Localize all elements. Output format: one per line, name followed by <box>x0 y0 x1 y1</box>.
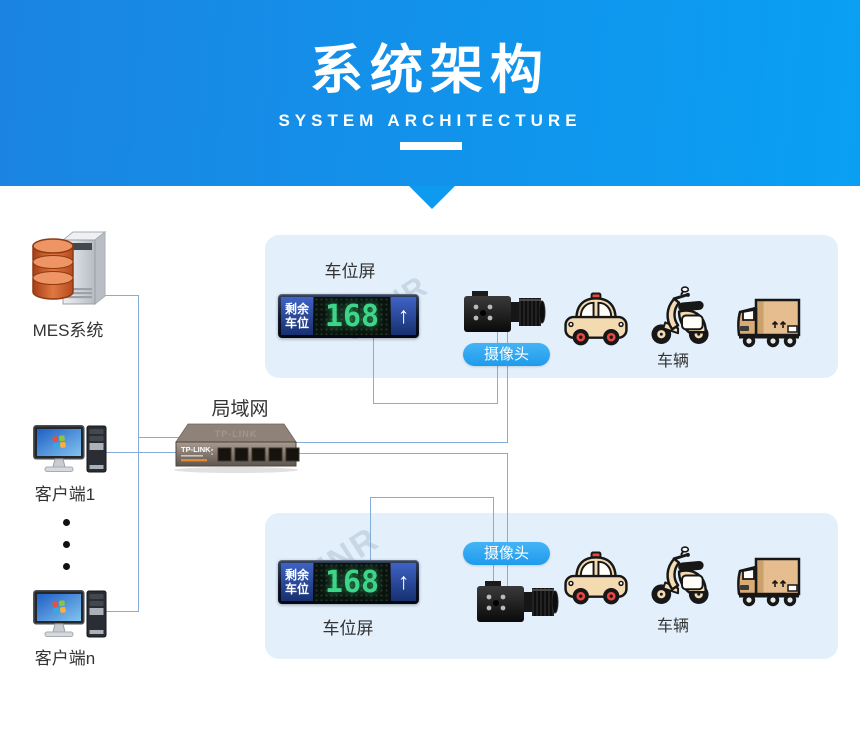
truck-icon-top <box>737 298 801 348</box>
line-router-to-trunk-lower <box>294 453 508 454</box>
camera-badge-bottom: 摄像头 <box>463 542 550 565</box>
car-icon-top <box>564 292 628 346</box>
line-router-to-trunk-upper <box>294 442 508 443</box>
screen-label-bottom: 车位屏 <box>322 619 374 638</box>
scooter-icon-top <box>651 286 709 345</box>
ethernet-ports <box>217 447 300 462</box>
router-brand-label: TP-LINK <box>181 445 211 454</box>
ellipsis-dot <box>63 563 70 570</box>
line-trunk-top <box>507 330 508 442</box>
mes-label: MES系统 <box>32 321 104 340</box>
line-bus-vertical <box>138 295 139 612</box>
camera-icon-bottom <box>477 581 559 622</box>
router-icon: TP-LINK TP-LINK <box>174 423 300 473</box>
clientn-computer-icon <box>33 590 107 638</box>
truck-icon-bottom <box>737 557 801 607</box>
mes-server-icon <box>32 230 107 306</box>
line-trunk-bottom <box>507 453 508 587</box>
clientn-label: 客户端n <box>34 649 96 668</box>
display-arrow-icon: ↑ <box>391 297 416 335</box>
parking-display-bottom: 剩余 车位 168 ↑ <box>278 560 419 604</box>
vehicles-label-top: 车辆 <box>656 353 689 370</box>
line-client1-to-router <box>102 452 182 453</box>
router-top-brand: TP-LINK <box>215 429 258 439</box>
title-underline <box>400 142 462 150</box>
line-bus-to-router <box>138 437 182 438</box>
display-count: 168 <box>314 563 390 601</box>
ellipsis-dot <box>63 519 70 526</box>
page-title: 系统架构 <box>310 41 550 100</box>
ellipsis-dot <box>63 541 70 548</box>
display-arrow-icon: ↑ <box>391 563 416 601</box>
line-display-camera-top-h <box>373 403 498 404</box>
line-display-camera-bottom-v1 <box>370 497 371 561</box>
page-subtitle: SYSTEM ARCHITECTURE <box>278 111 582 130</box>
scooter-icon-bottom <box>651 546 709 605</box>
car-icon-bottom <box>564 551 628 605</box>
parking-display-top: 剩余 车位 168 ↑ <box>278 294 419 338</box>
vehicles-label-bottom: 车辆 <box>656 618 689 635</box>
client1-label: 客户端1 <box>34 485 96 504</box>
banner-pointer <box>409 186 455 209</box>
camera-icon-top <box>464 291 546 332</box>
display-remaining-label: 剩余 车位 <box>281 563 313 601</box>
line-mes-to-bus <box>104 295 138 296</box>
camera-badge-top: 摄像头 <box>463 343 550 366</box>
banner: 系统架构 SYSTEM ARCHITECTURE <box>0 0 860 186</box>
line-display-camera-top-v2 <box>497 330 498 404</box>
line-clientn-to-bus <box>102 611 139 612</box>
line-display-camera-bottom-h <box>370 497 494 498</box>
display-count: 168 <box>314 297 390 335</box>
lan-label: 局域网 <box>211 399 269 420</box>
screen-label-top: 车位屏 <box>324 262 376 281</box>
line-display-camera-top-v1 <box>373 336 374 404</box>
display-remaining-label: 剩余 车位 <box>281 297 313 335</box>
client1-computer-icon <box>33 425 107 473</box>
